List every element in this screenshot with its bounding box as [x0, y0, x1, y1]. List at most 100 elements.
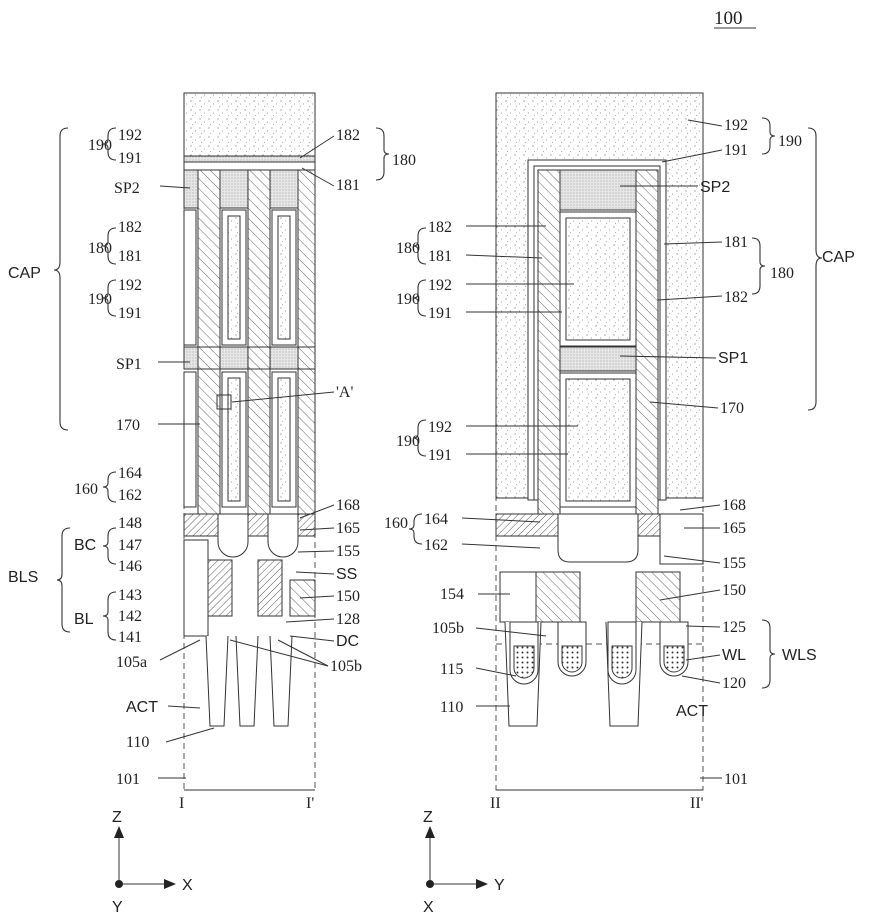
callout-label: 190 — [778, 133, 802, 150]
callout-label: SP1 — [718, 350, 748, 367]
right-plug — [557, 513, 639, 563]
left-layer-191 — [183, 155, 316, 163]
callout-label: 'A' — [336, 384, 353, 401]
callout-label: ACT — [676, 703, 708, 720]
callout-label: 182 — [724, 289, 748, 306]
callout-label: Y — [112, 899, 123, 916]
callout-label: BLS — [8, 569, 38, 586]
left-plug-1 — [217, 513, 249, 558]
callout-label: 162 — [118, 487, 142, 504]
right-wl-2-core — [561, 645, 583, 673]
callout-label: 110 — [126, 734, 149, 751]
callout-label: SP1 — [116, 356, 142, 373]
left-active-2 — [235, 635, 259, 727]
callout-label: WL — [722, 647, 746, 664]
left-labels-left: 190 192 191 SP2 180 182 181 CAP 190 192 … — [8, 127, 314, 812]
callout-label: 181 — [118, 248, 142, 265]
callout-label: 154 — [440, 586, 464, 603]
right-wl-1-core — [513, 645, 535, 679]
callout-label: Z — [423, 809, 433, 826]
callout-label: 168 — [722, 497, 746, 514]
callout-label: 146 — [118, 558, 142, 575]
callout-label: 181 — [428, 248, 452, 265]
callout-label: 191 — [118, 305, 142, 322]
left-sp1-col-c — [297, 346, 316, 370]
right-spacer-154 — [499, 571, 537, 623]
right-labels-right: 192 191 190 SP2 181 180 CAP 182 SP1 170 … — [619, 117, 855, 788]
callout-label: II — [490, 795, 501, 812]
left-cell-lower-2-inner — [277, 377, 291, 502]
left-axes: Z X Y — [112, 809, 193, 916]
callout-label: 101 — [724, 771, 748, 788]
callout-label: 110 — [440, 699, 463, 716]
callout-label: I — [179, 795, 184, 812]
callout-label: 125 — [722, 619, 746, 636]
callout-label: 105a — [116, 654, 147, 671]
callout-label: ACT — [126, 699, 158, 716]
callout-label: 150 — [336, 588, 360, 605]
callout-label: 190 — [88, 291, 112, 308]
callout-label: 165 — [722, 520, 746, 537]
callout-label: 143 — [118, 587, 142, 604]
callout-label: X — [182, 877, 193, 894]
callout-label: 191 — [428, 447, 452, 464]
callout-label: 160 — [74, 481, 98, 498]
left-layer-182 — [183, 161, 316, 171]
left-cell-upper-1-inner — [227, 215, 241, 340]
left-cross-section — [183, 92, 316, 791]
callout-label: 155 — [336, 543, 360, 560]
callout-label: BL — [74, 611, 94, 628]
callout-label: 162 — [424, 537, 448, 554]
callout-label: 182 — [336, 127, 360, 144]
right-cross-section — [495, 92, 704, 791]
right-wall-right — [635, 169, 659, 516]
callout-label: 128 — [336, 611, 360, 628]
right-wl-3-core — [611, 645, 633, 679]
left-active-3 — [269, 635, 293, 727]
left-labels-right: 182 181 180 'A' 168 165 155 SS 150 128 D… — [229, 127, 416, 675]
callout-label: 180 — [88, 240, 112, 257]
callout-label: 180 — [392, 152, 416, 169]
left-cell-lower-0 — [183, 371, 197, 508]
callout-label: 192 — [118, 277, 142, 294]
right-axes: Z Y X — [423, 809, 505, 916]
callout-label: 105b — [432, 620, 464, 637]
callout-label: 142 — [118, 608, 142, 625]
figure-number: 100 — [714, 8, 743, 29]
left-bl-143 — [183, 539, 209, 637]
left-plug-2 — [267, 513, 299, 558]
left-sp1-col-a — [197, 346, 221, 370]
callout-label: 150 — [722, 582, 746, 599]
callout-label: 170 — [720, 400, 744, 417]
callout-label: 191 — [724, 142, 748, 159]
right-contact-150-b — [635, 571, 681, 623]
left-cell-lower-1-inner — [227, 377, 241, 502]
callout-label: 192 — [724, 117, 748, 134]
callout-label: 168 — [336, 497, 360, 514]
callout-label: SS — [336, 566, 357, 583]
right-labels-left: 180 182 181 190 192 191 190 192 191 160 … — [384, 219, 704, 812]
callout-label: 147 — [118, 537, 142, 554]
callout-label: X — [423, 899, 434, 916]
right-sp2 — [559, 169, 637, 211]
callout-label: I' — [306, 795, 314, 812]
left-column-c — [297, 169, 316, 516]
callout-label: 192 — [118, 127, 142, 144]
right-contact-150-a — [535, 571, 581, 623]
right-cell-lower-inner — [565, 378, 631, 502]
callout-label: 164 — [118, 465, 142, 482]
callout-label: 105b — [330, 658, 362, 675]
callout-label: 182 — [118, 219, 142, 236]
callout-label: 165 — [336, 520, 360, 537]
left-column-a — [197, 169, 221, 516]
callout-label: BC — [74, 537, 96, 554]
callout-label: 120 — [722, 675, 746, 692]
left-column-b — [247, 169, 271, 516]
left-sp1-col-b — [247, 346, 271, 370]
callout-label: 190 — [396, 433, 420, 450]
callout-label: SP2 — [114, 180, 140, 197]
callout-label: Y — [494, 877, 505, 894]
left-plate-192 — [183, 92, 316, 157]
callout-label: 181 — [336, 177, 360, 194]
